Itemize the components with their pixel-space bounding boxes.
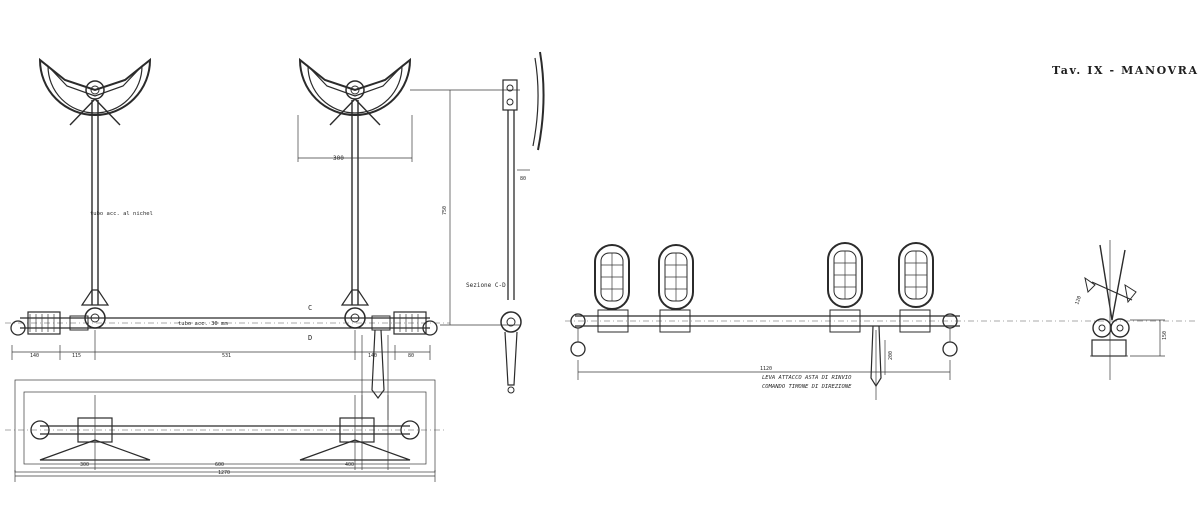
dim-overall: 1270: [218, 470, 230, 476]
dim-wheel-width: 300: [333, 155, 344, 162]
dim-b: 115: [72, 353, 81, 359]
pedal-4: [898, 242, 934, 308]
dim-pedal-angle: 120: [1074, 295, 1083, 306]
dim-base-left: 300: [80, 462, 89, 468]
pedal-axis: [565, 309, 1195, 357]
dim-base-right: 400: [345, 462, 354, 468]
dim-d: 140: [368, 353, 377, 359]
section-label: Sezione C-D: [466, 282, 506, 289]
torque-tube: [5, 311, 450, 336]
pedal-2: [658, 244, 694, 310]
column-height-dimension: 750: [410, 89, 520, 326]
note-lever-2: COMANDO TIMONE DI DIREZIONE: [762, 384, 852, 390]
dim-pedal-height: 200: [888, 351, 894, 360]
dim-c: 531: [222, 353, 231, 359]
dim-a: 140: [30, 353, 39, 359]
dim-pedal-right: 150: [1162, 331, 1168, 340]
dim-pedal-span: 1120: [760, 366, 772, 372]
mark-c: C: [308, 304, 312, 312]
right-control-wheel: [298, 57, 412, 126]
dim-column-height: 750: [442, 206, 448, 215]
mark-d: D: [308, 334, 312, 342]
left-control-wheel: [38, 57, 152, 126]
sheet-title: Tav. IX - MANOVRA: [1052, 64, 1199, 77]
front-dimension-row: 140 115 531 140 80: [11, 330, 431, 360]
front-lever: [361, 329, 389, 420]
rudder-lever: [870, 325, 882, 400]
pedal-1: [594, 244, 630, 310]
plan-dimension-rows: 300 600 400 1270: [14, 462, 436, 482]
side-section: 80 Sezione C-D: [466, 51, 545, 394]
note-lever-1: LEVA ATTACCO ASTA DI RINVIO: [762, 375, 852, 381]
note-tube-bar: tubo acc. 30 mm: [178, 321, 228, 327]
pedal-3: [827, 242, 863, 308]
pedal-side-view: 150 120: [1074, 240, 1168, 380]
dim-side-offset: 80: [520, 176, 526, 182]
right-control-column: [340, 100, 370, 329]
pedal-dimensions: 1120 LEVA ATTACCO ASTA DI RINVIO COMANDO…: [577, 340, 951, 390]
plan-view: [5, 379, 445, 473]
note-tube-left: tubo acc. al nichel: [90, 211, 153, 217]
wheel-width-dimension: 300: [297, 115, 413, 162]
dim-e: 80: [408, 353, 414, 359]
dim-base-mid: 600: [215, 462, 224, 468]
